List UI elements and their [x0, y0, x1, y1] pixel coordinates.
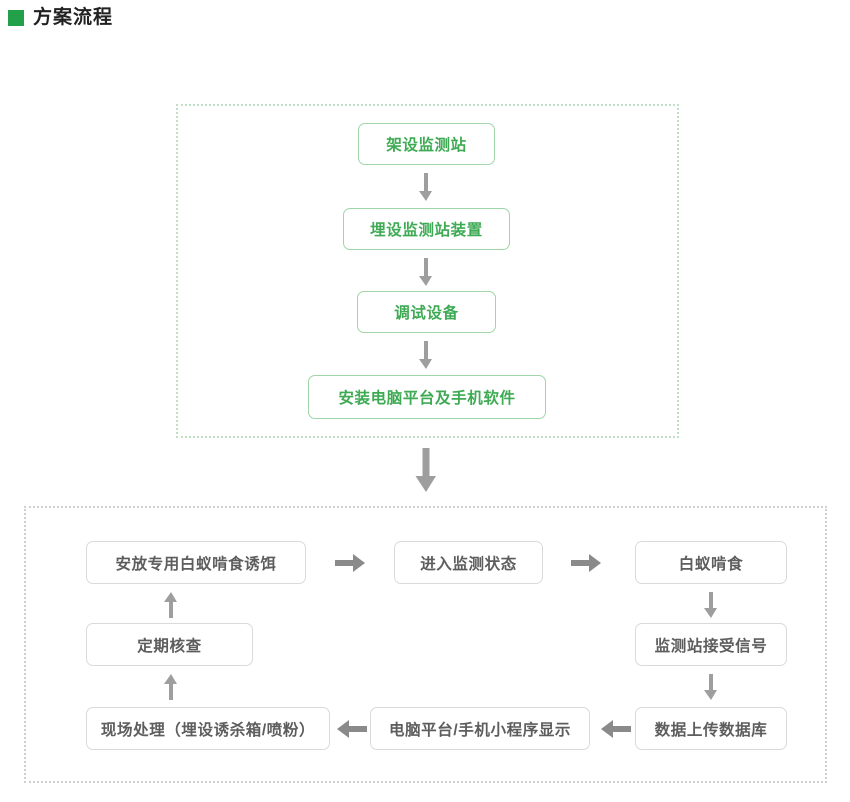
- page-title-row: 方案流程: [8, 8, 113, 27]
- node-place-termite-bait[interactable]: 安放专用白蚁啃食诱饵: [86, 541, 306, 584]
- arrow-down-icon: [416, 340, 436, 370]
- arrow-right-icon: [566, 550, 606, 576]
- green-square-bullet-icon: [8, 9, 24, 26]
- arrow-down-icon: [412, 448, 440, 492]
- node-termite-feeding[interactable]: 白蚁啃食: [635, 541, 787, 584]
- page-title: 方案流程: [33, 7, 114, 28]
- node-periodic-check[interactable]: 定期核查: [86, 623, 253, 666]
- arrow-left-icon: [332, 716, 372, 742]
- arrow-down-icon: [701, 673, 721, 701]
- arrow-down-icon: [416, 172, 436, 202]
- node-station-receives-signal[interactable]: 监测站接受信号: [635, 623, 787, 666]
- node-onsite-treatment[interactable]: 现场处理（埋设诱杀箱/喷粉）: [86, 707, 330, 750]
- arrow-up-icon: [161, 673, 181, 701]
- arrow-down-icon: [701, 591, 721, 619]
- arrow-right-icon: [330, 550, 370, 576]
- node-enter-monitoring-state[interactable]: 进入监测状态: [394, 541, 543, 584]
- arrow-up-icon: [161, 591, 181, 619]
- arrow-down-icon: [416, 257, 436, 287]
- setup-phase-panel: [176, 104, 679, 438]
- node-upload-to-database[interactable]: 数据上传数据库: [635, 707, 787, 750]
- node-bury-station-device[interactable]: 埋设监测站装置: [343, 208, 510, 250]
- monitoring-loop-panel: [24, 506, 827, 783]
- node-platform-display[interactable]: 电脑平台/手机小程序显示: [370, 707, 590, 750]
- node-debug-equipment[interactable]: 调试设备: [357, 291, 496, 333]
- node-setup-monitor-station[interactable]: 架设监测站: [358, 123, 495, 165]
- node-install-platform-software[interactable]: 安装电脑平台及手机软件: [308, 375, 546, 419]
- arrow-left-icon: [596, 716, 636, 742]
